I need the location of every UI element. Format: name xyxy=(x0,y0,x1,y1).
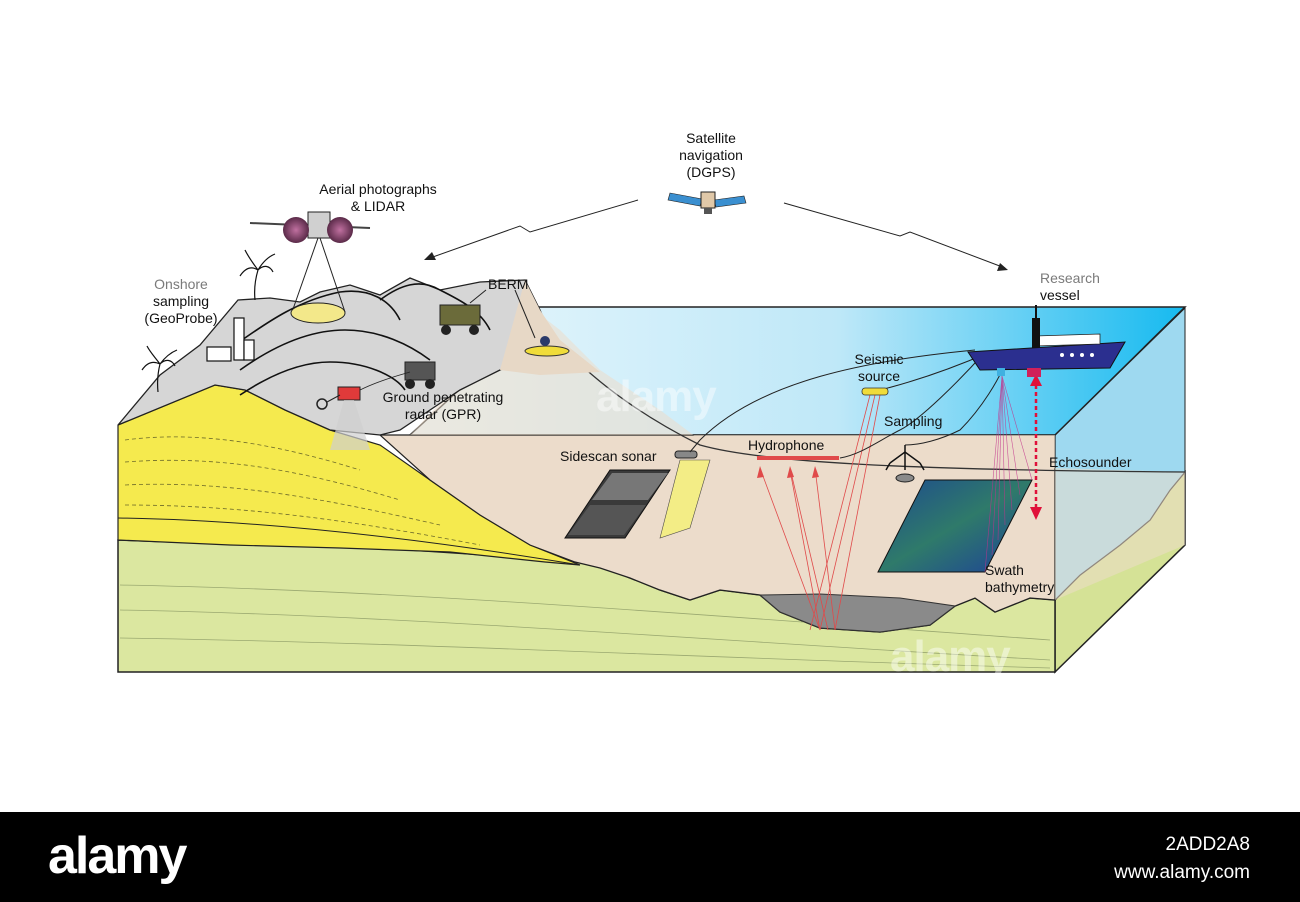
research-vessel-label-line: Research xyxy=(1040,270,1100,286)
seabed-top xyxy=(410,307,1185,600)
satellite-icon xyxy=(667,191,747,214)
research-vessel xyxy=(967,305,1126,377)
gpr-vehicle xyxy=(404,361,436,389)
aerial-label-line: & LIDAR xyxy=(350,198,406,214)
hydrophone-streamer xyxy=(757,456,839,460)
research-vessel-label-line: vessel xyxy=(1040,287,1080,303)
gpr-label-line: Ground penetrating xyxy=(382,389,504,405)
seismic-label-line: source xyxy=(857,368,901,384)
onshore-label-line: sampling xyxy=(152,293,210,309)
swath-label-line: bathymetry xyxy=(985,579,1055,595)
berm-label: BERM xyxy=(488,276,529,292)
footer-logo: alamy xyxy=(48,827,187,885)
seismic-source xyxy=(861,387,889,396)
footer-site: www.alamy.com xyxy=(1114,862,1250,883)
swath-label: Swath bathymetry xyxy=(985,562,1054,596)
sidescan-label: Sidescan sonar xyxy=(560,448,657,464)
sidescan-towfish xyxy=(674,450,698,459)
sampling-grab xyxy=(885,445,925,471)
seabed-trough xyxy=(758,593,957,633)
footer-bar: alamy 2ADD2A8 www.alamy.com xyxy=(0,812,1300,902)
swath-beams xyxy=(984,375,1033,573)
geoprobe-equipment xyxy=(206,317,255,362)
palm-tree-top xyxy=(239,249,276,301)
watermark: alamy xyxy=(890,632,1011,681)
watermark: alamy xyxy=(596,372,717,421)
sand-strata xyxy=(124,436,481,546)
swath-label-line: Swath xyxy=(985,562,1024,578)
satellite-label-line: Satellite xyxy=(686,130,736,146)
seismic-label: Seismic source xyxy=(844,351,914,385)
gpr-cart xyxy=(316,386,370,450)
sampling-label: Sampling xyxy=(884,413,943,429)
survey-diagram xyxy=(117,191,1187,674)
satellite-signal-lines xyxy=(429,199,1006,269)
sidescan-beam xyxy=(659,459,711,539)
gpr-label-line: radar (GPR) xyxy=(404,406,482,422)
footer-image-id: 2ADD2A8 xyxy=(1165,834,1251,855)
seismic-rays xyxy=(759,394,881,631)
aerial-label-line: Aerial photographs xyxy=(319,181,437,197)
lidar-footprint xyxy=(290,302,346,324)
berm-kayak xyxy=(524,336,570,357)
hydrophone-label: Hydrophone xyxy=(748,437,825,453)
onshore-label-line: Onshore xyxy=(154,276,208,292)
survey-aircraft xyxy=(249,211,371,243)
seismic-label-line: Seismic xyxy=(854,351,904,367)
onshore-label-line: (GeoProbe) xyxy=(144,310,218,326)
onshore-label: Onshore sampling (GeoProbe) xyxy=(136,276,226,327)
research-vessel-label: Research vessel xyxy=(1040,270,1100,304)
aerial-label: Aerial photographs & LIDAR xyxy=(308,181,448,215)
gpr-label: Ground penetrating radar (GPR) xyxy=(378,389,508,423)
satellite-label-line: (DGPS) xyxy=(686,164,736,180)
echosounder-label: Echosounder xyxy=(1049,454,1132,470)
lidar-cone xyxy=(291,237,346,313)
satellite-label: Satellite navigation (DGPS) xyxy=(666,130,756,181)
satellite-label-line: navigation xyxy=(679,147,743,163)
palm-tree-left xyxy=(141,345,178,393)
berm-vehicle xyxy=(439,304,481,335)
